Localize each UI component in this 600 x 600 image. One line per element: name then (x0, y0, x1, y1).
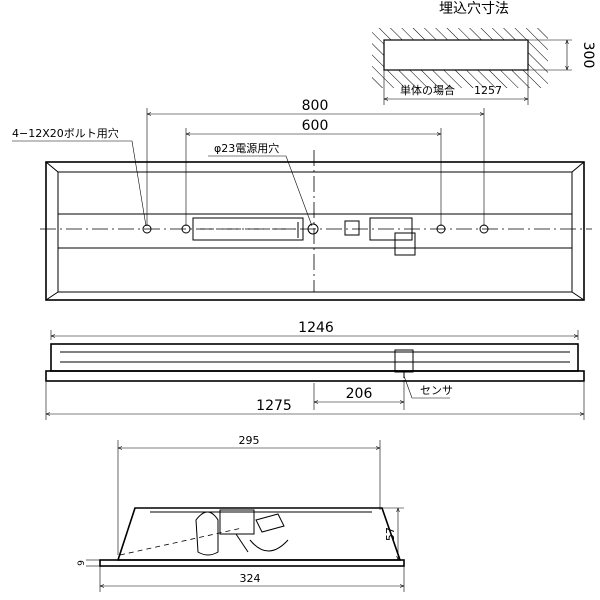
bolt-hole-note: 4−12X20ボルト用穴 (12, 126, 119, 140)
recess-title: 埋込穴寸法 (439, 1, 509, 17)
body-length-value: 1246 (298, 320, 334, 336)
section-hidden-edge (119, 527, 243, 556)
recess-opening-view: 埋込穴寸法 300 単体の場合 1257 (372, 1, 596, 105)
recess-single-unit-label: 単体の場合 (400, 83, 455, 97)
section-body (116, 507, 402, 561)
power-hole-leader (208, 155, 313, 227)
power-hole (307, 223, 319, 235)
section-height-value: 57 (384, 527, 397, 541)
wiring-slot-left (192, 217, 304, 241)
bolt-hole-4 (479, 224, 489, 234)
bolt-hole-1 (142, 224, 152, 234)
bolt-span-inner-value: 600 (302, 118, 329, 134)
section-bottom-width-value: 324 (240, 572, 261, 585)
section-flange (99, 559, 405, 567)
cross-section-view: 295 57 9 324 (77, 434, 405, 592)
elevation-flange (45, 370, 585, 382)
bolt-hole-leader (12, 140, 147, 227)
sensor-leader (403, 375, 450, 399)
section-lamp-curve (249, 539, 289, 552)
recess-width-value: 1257 (474, 84, 502, 97)
terminal-block (344, 220, 360, 236)
recess-opening (383, 39, 529, 71)
plan-view: 800 600 4−12X20ボルト用穴 φ23電源用穴 (12, 98, 592, 301)
wiring-slot-right (369, 217, 413, 241)
section-ballast (219, 509, 255, 535)
section-top-width-value: 295 (239, 434, 260, 447)
elevation-body (50, 343, 579, 372)
power-hole-note: φ23電源用穴 (214, 141, 279, 155)
sensor-housing-side (394, 349, 414, 373)
side-elevation-view: 1246 206 センサ 1275 (45, 320, 585, 420)
plan-inner-frame (57, 171, 573, 293)
overall-length-value: 1275 (256, 398, 292, 414)
section-socket (195, 511, 219, 556)
bolt-hole-2 (181, 224, 191, 234)
section-bracket (255, 513, 285, 533)
sensor-label: センサ (420, 384, 453, 397)
sensor-housing-plan (394, 232, 416, 256)
recess-height-value: 300 (580, 42, 596, 69)
sensor-offset-value: 206 (346, 386, 373, 402)
bolt-span-outer-value: 800 (302, 98, 329, 114)
section-flange-value: 9 (77, 560, 87, 566)
bolt-hole-3 (436, 224, 446, 234)
plan-body-outline (45, 161, 585, 301)
